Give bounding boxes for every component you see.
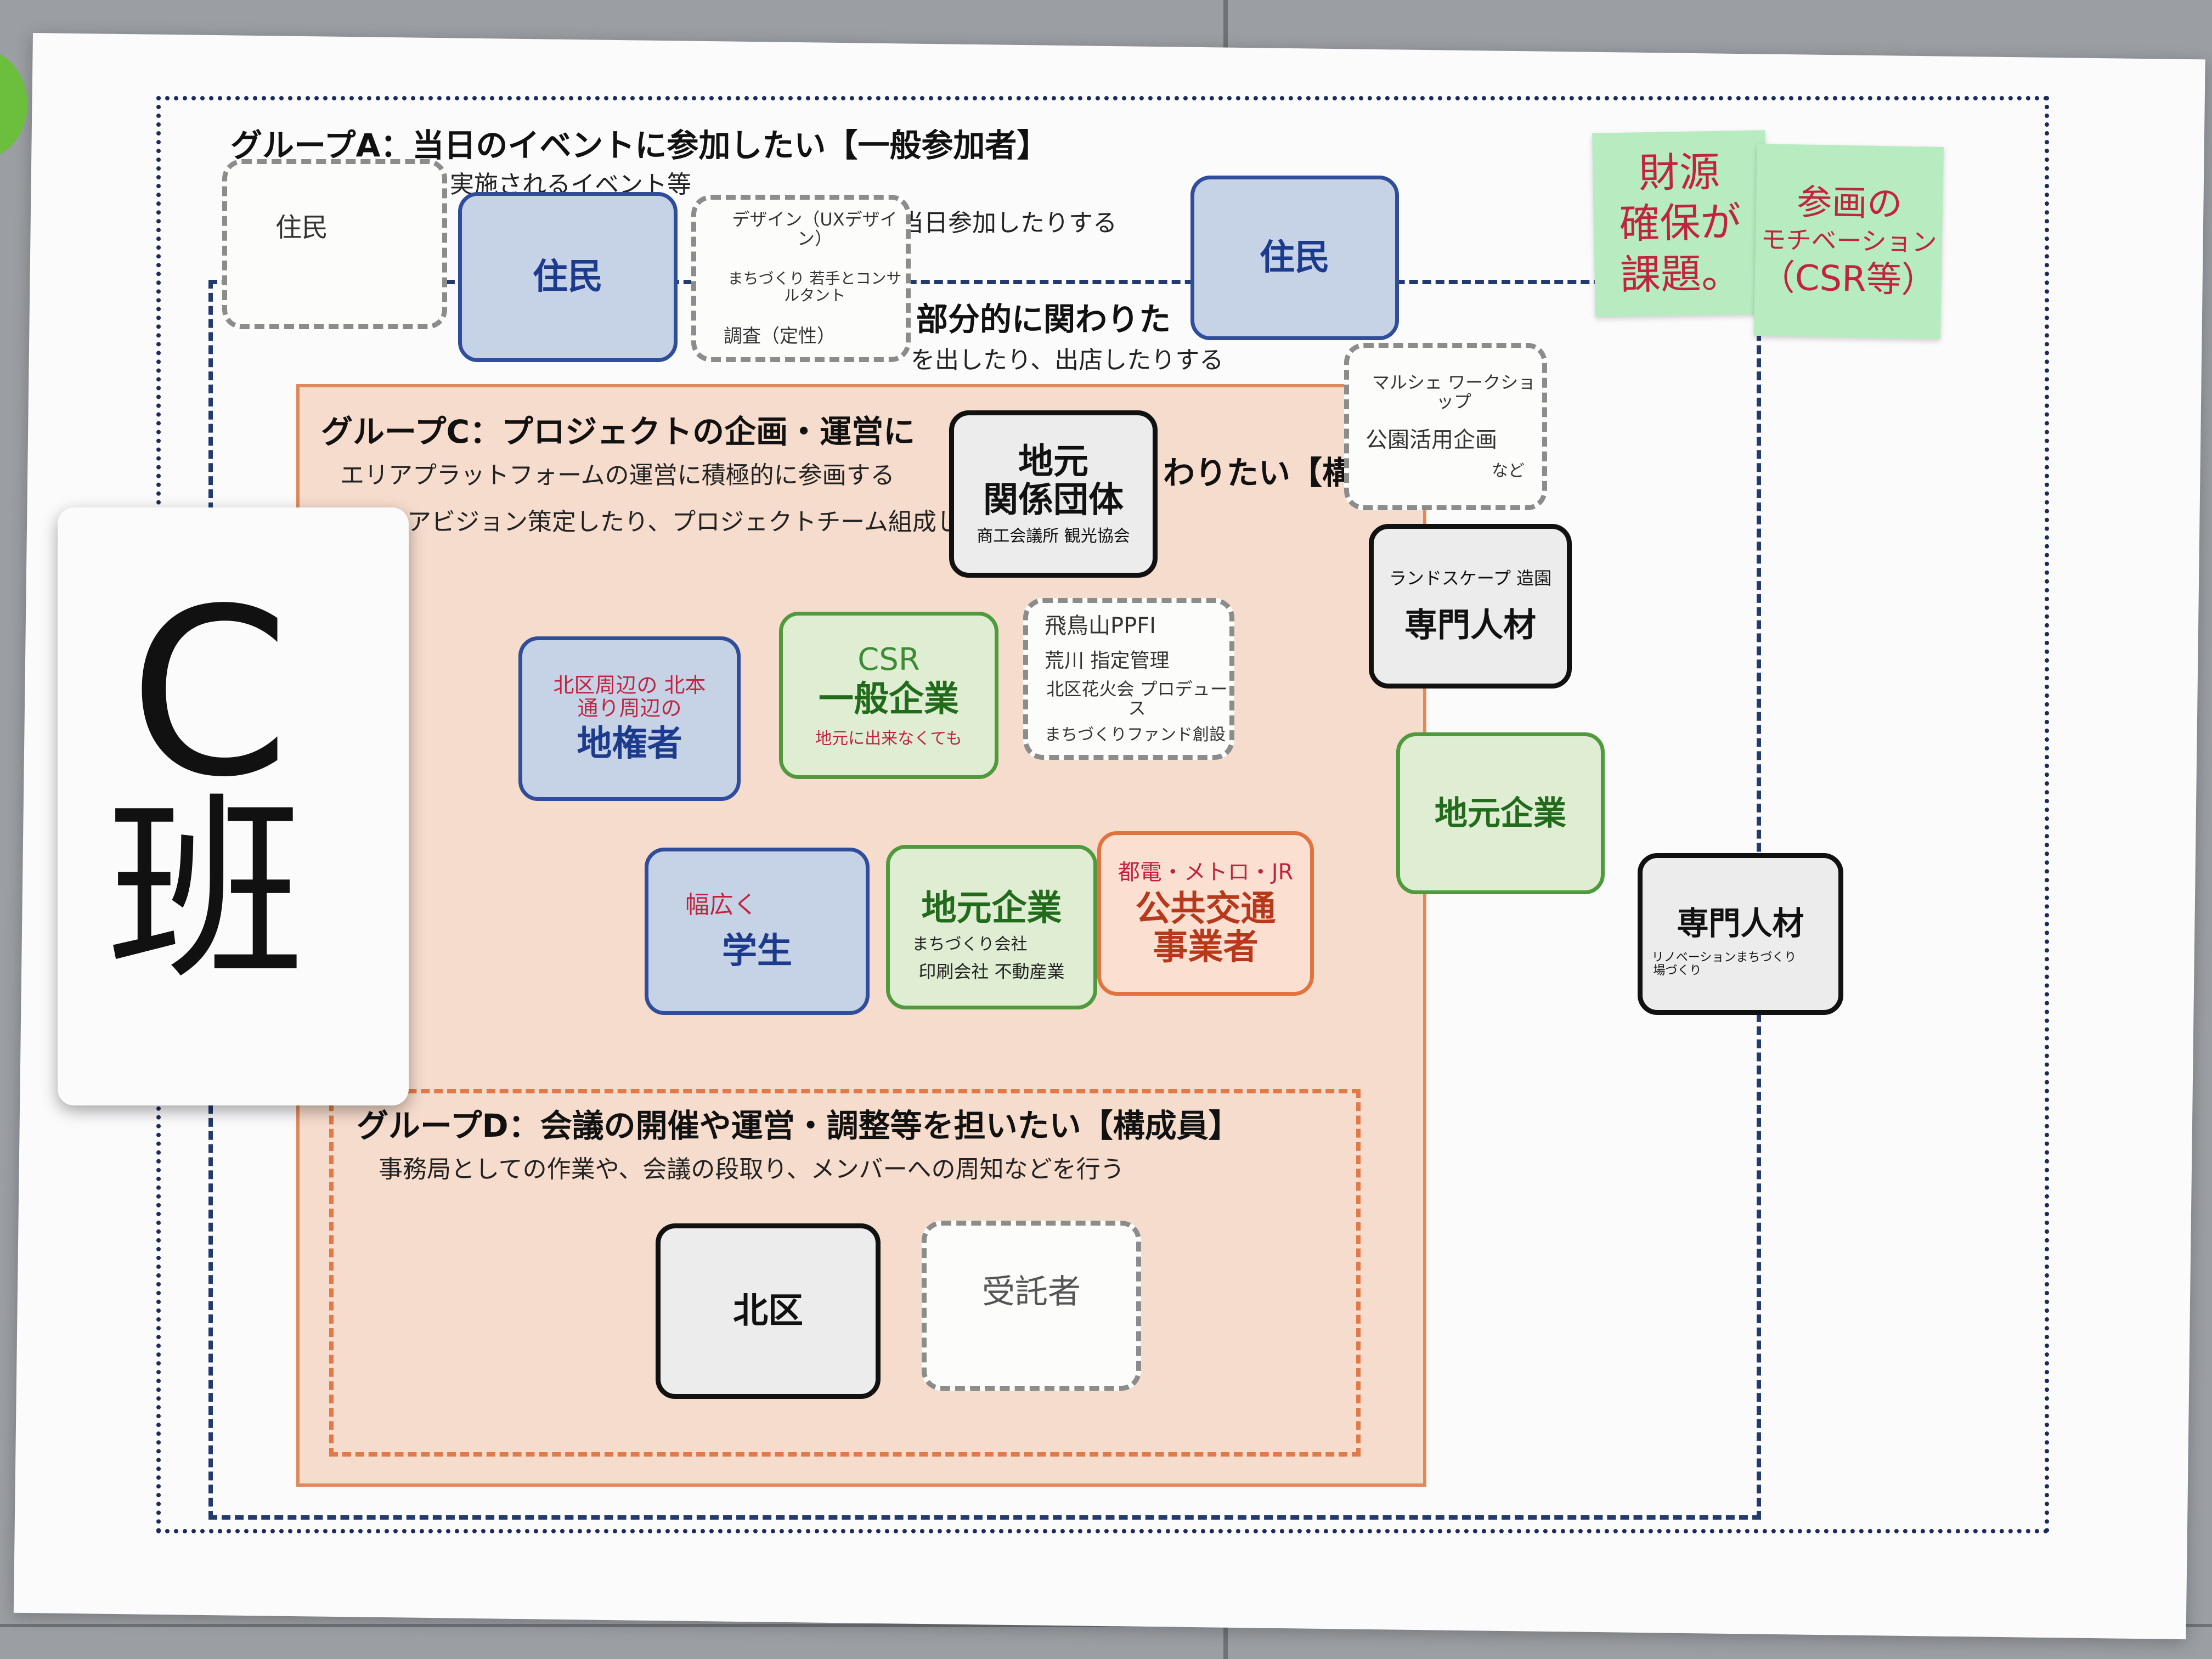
asukayama-note-line: 荒川 指定管理 [1045, 650, 1170, 673]
csr-company-card: CSR 一般企業 地元に出来なくても [779, 612, 998, 779]
group-c-heading-left: グループC：プロジェクトの企画・運営に [321, 413, 916, 450]
specialist-title: 専門人材 [1677, 905, 1804, 943]
design-note-line: まちづくり 若手とコンサルタント [727, 269, 902, 304]
funding-line: 課題。 [1620, 249, 1742, 299]
resident-card-title: 住民 [533, 256, 603, 297]
funding-line: 財源 [1638, 148, 1720, 198]
landscape-note: ランドスケープ 造園 [1389, 568, 1552, 589]
landowner-card: 北区周辺の 北本通り周辺の 地権者 [518, 636, 741, 801]
contractor-note-card: 受託者 [922, 1221, 1141, 1391]
landowner-note: 北区周辺の 北本通り周辺の [553, 673, 706, 720]
marche-note-card: マルシェ ワークショップ 公園活用企画 など [1344, 343, 1547, 510]
marche-note-line: マルシェ ワークショップ [1372, 371, 1536, 412]
marche-note-line: など [1492, 461, 1525, 481]
resident-card: 住民 [458, 192, 678, 362]
marche-note-line: 公園活用企画 [1365, 427, 1497, 453]
landscape-title: 専門人材 [1404, 606, 1536, 645]
specialist-note: 場づくり [1653, 964, 1702, 978]
resident-handwritten-card: 住民 [222, 159, 447, 329]
group-d-frame [329, 1089, 1361, 1457]
group-d-sub: 事務局としての作業や、会議の段取り、メンバーへの周知などを行う [379, 1155, 1125, 1183]
group-d-heading: グループD：会議の開催や運営・調整等を担いたい【構成員】 [357, 1107, 1240, 1144]
student-card: 幅広く 学生 [645, 848, 870, 1015]
local-company-title: 地元企業 [921, 888, 1062, 929]
transport-title: 事業者 [1153, 927, 1259, 968]
funding-line: 確保が [1618, 199, 1742, 249]
transport-title: 公共交通 [1135, 888, 1276, 929]
table-tent-label: C 班 [58, 507, 409, 1105]
kitaku-title: 北区 [733, 1290, 803, 1331]
landowner-title: 地権者 [577, 723, 682, 764]
group-c-sub-2: （エリアビジョン策定したり、プロジェクトチーム組成し [335, 508, 961, 536]
design-note-line: デザイン（UXデザイン） [732, 208, 898, 249]
funding-sticky-note: 財源 確保が 課題。 [1592, 130, 1768, 317]
group-b-sub: を出したり、出店したりする [911, 346, 1224, 374]
local-company-note: まちづくり会社 [912, 935, 1028, 955]
student-title: 学生 [722, 930, 792, 972]
csr-note: CSR [857, 642, 920, 678]
group-a-heading: グループA：当日のイベントに参加したい【一般参加者】 [230, 127, 1049, 164]
csr-note-bottom: 地元に出来なくても [815, 729, 962, 748]
public-transport-card: 都電・メトロ・JR 公共交通 事業者 [1097, 831, 1314, 996]
motivation-sticky-note: 参画の モチベーション （CSR等） [1753, 144, 1944, 339]
local-org-card: 地元 関係団体 商工会議所 観光協会 [949, 410, 1158, 578]
group-b-heading: 部分的に関わりた [916, 301, 1171, 338]
local-org-title: 関係団体 [983, 480, 1124, 521]
local-company-note: 印刷会社 不動産業 [918, 961, 1065, 983]
resident-card: 住民 [1190, 176, 1399, 340]
resident-card-title: 住民 [1260, 237, 1330, 278]
motivation-line: （CSR等） [1759, 257, 1937, 301]
specialist-note: リノベーションまちづくり [1651, 951, 1797, 965]
motivation-line: モチベーション [1760, 224, 1938, 258]
asukayama-note-line: まちづくりファンド創設 [1045, 725, 1226, 744]
group-a-sub-right: 当日参加したりする [900, 209, 1117, 237]
local-company-card: 地元企業 [1396, 732, 1605, 894]
csr-company-title: 一般企業 [819, 679, 959, 720]
group-c-sub-1: エリアプラットフォームの運営に積極的に参画する [340, 461, 895, 489]
student-note: 幅広く [685, 891, 758, 919]
asukayama-note-line: 飛鳥山PPFI [1045, 613, 1156, 639]
resident-note: 住民 [275, 212, 328, 243]
landscape-specialist-card: ランドスケープ 造園 専門人材 [1369, 524, 1572, 689]
local-company-card: 地元企業 まちづくり会社 印刷会社 不動産業 [886, 845, 1097, 1009]
design-note-line: 調査（定性） [724, 325, 836, 347]
asukayama-note-line: 北区花火会 プロデュース [1046, 678, 1228, 719]
tent-letter: C [129, 560, 290, 828]
green-object [0, 49, 27, 159]
local-org-title: 地元 [1018, 441, 1088, 482]
contractor-note: 受託者 [982, 1273, 1081, 1311]
kitaku-card: 北区 [656, 1223, 881, 1399]
asukayama-note-card: 飛鳥山PPFI 荒川 指定管理 北区花火会 プロデュース まちづくりファンド創設 [1023, 598, 1234, 760]
specialist-card: 専門人材 リノベーションまちづくり 場づくり [1638, 853, 1843, 1015]
local-org-note: 商工会議所 観光協会 [977, 527, 1130, 546]
local-company-title: 地元企業 [1435, 794, 1566, 833]
transport-note: 都電・メトロ・JR [1118, 859, 1294, 885]
tent-kanji: 班 [107, 776, 304, 1006]
motivation-line: 参画の [1796, 182, 1903, 225]
design-note-card: デザイン（UXデザイン） まちづくり 若手とコンサルタント 調査（定性） [691, 195, 911, 362]
